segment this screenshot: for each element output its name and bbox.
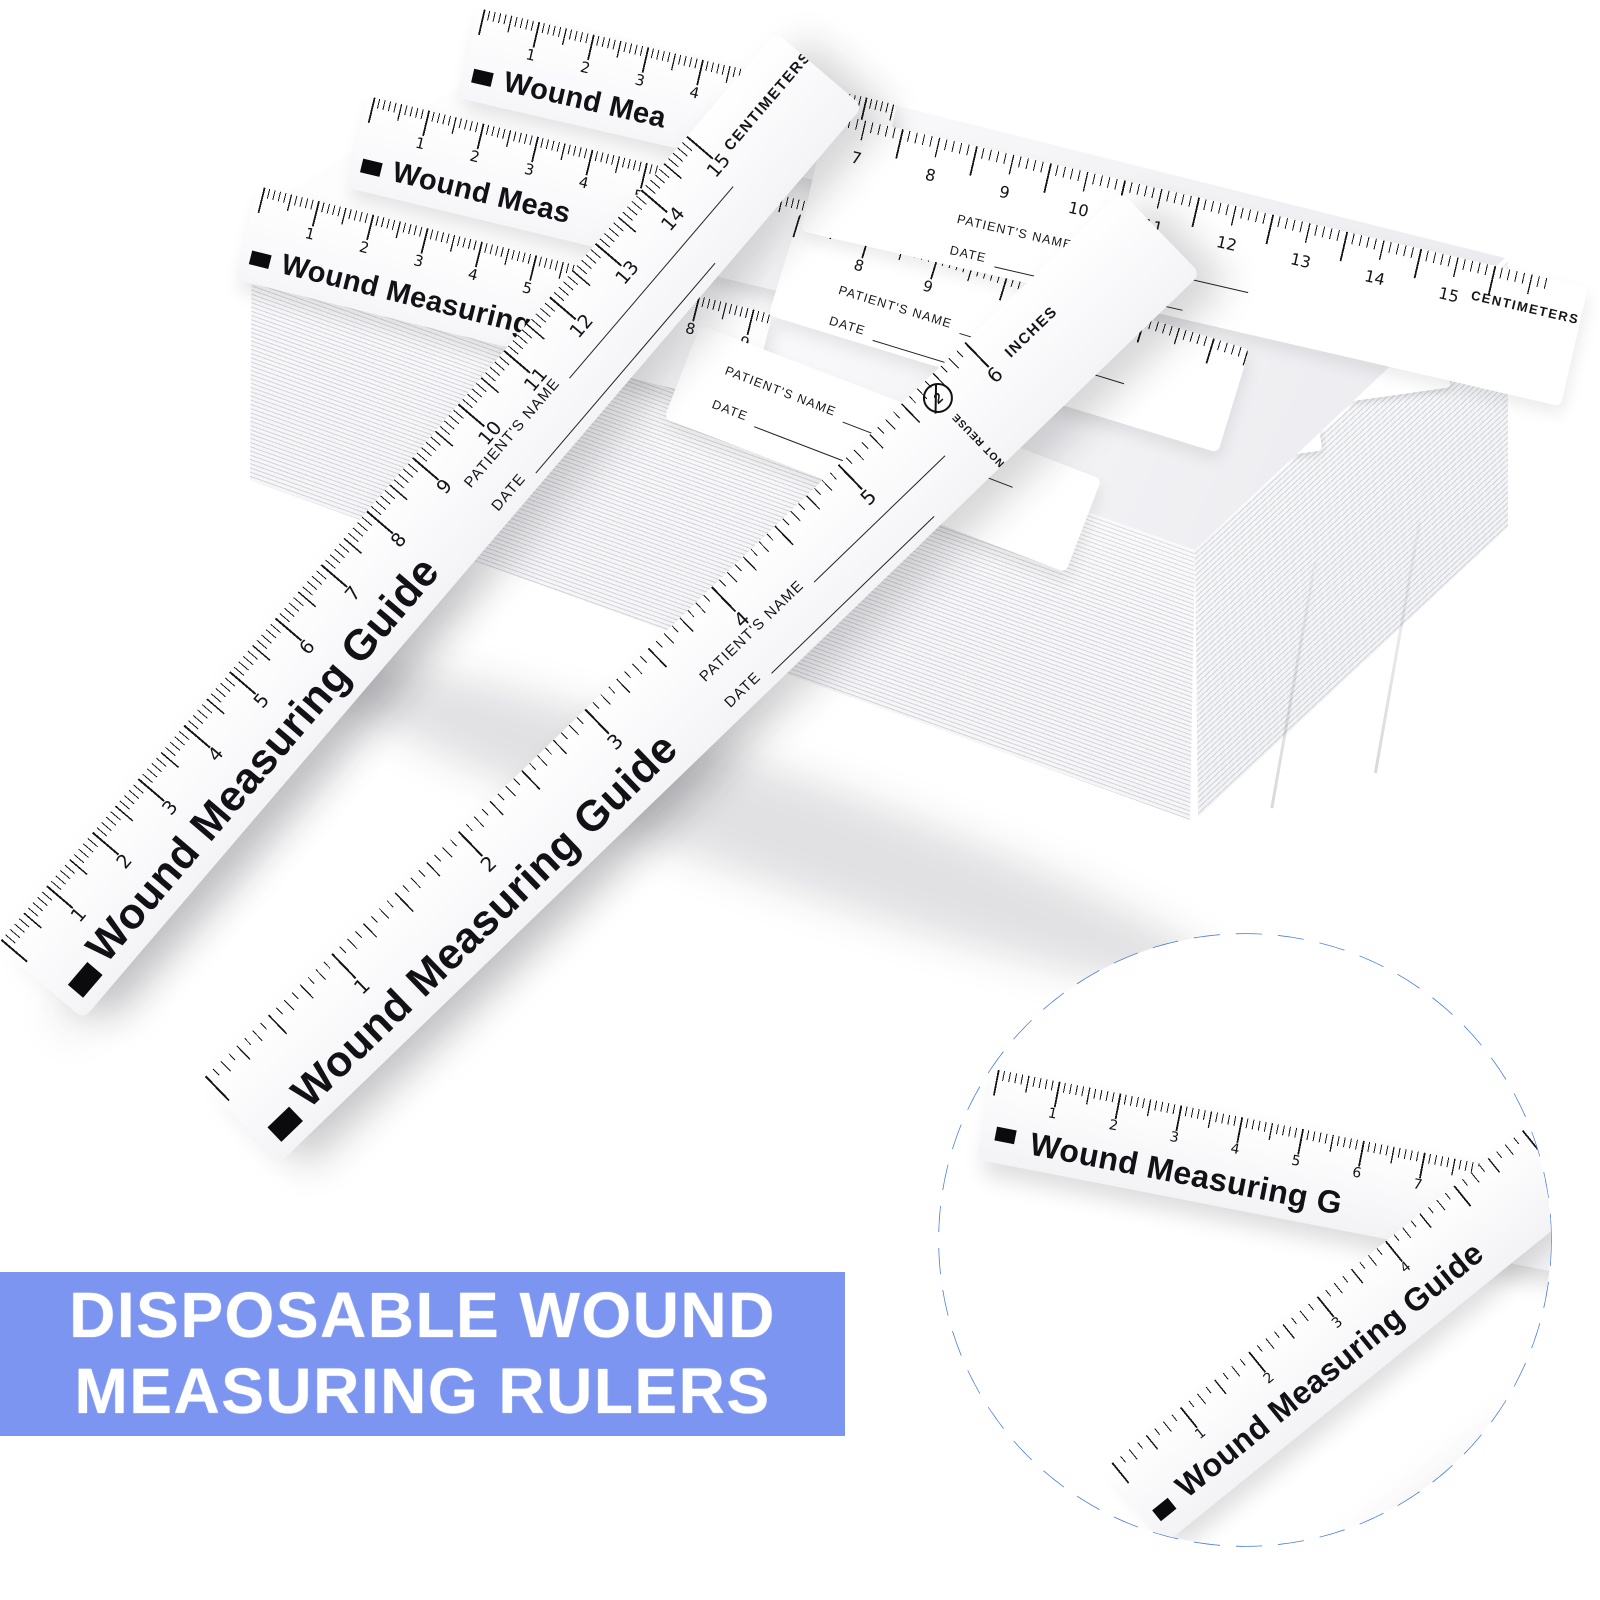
date-label: DATE [721,668,765,712]
ruler-title: Wound Measuring Guide [282,723,688,1117]
ruler-title: Wound Measuring Guide [1168,1234,1491,1505]
calibration-mark [359,158,383,177]
calibration-mark [994,1126,1017,1145]
calibration-mark [471,68,494,87]
date-label: DATE [827,313,868,338]
calibration-mark [1152,1497,1177,1522]
banner-line-2: MEASURING RULERS [74,1355,771,1427]
date-label: DATE [948,242,988,265]
single-use-glyph: 2 [929,389,947,407]
calibration-mark [67,961,103,998]
calibration-mark [267,1106,303,1142]
caption-banner: DISPOSABLE WOUND MEASURING RULERS [0,1272,845,1436]
banner-line-1: DISPOSABLE WOUND [69,1279,776,1352]
centimeters-label: CENTIMETERS [720,48,816,155]
date-label: DATE [710,397,750,424]
calibration-mark [248,250,272,269]
